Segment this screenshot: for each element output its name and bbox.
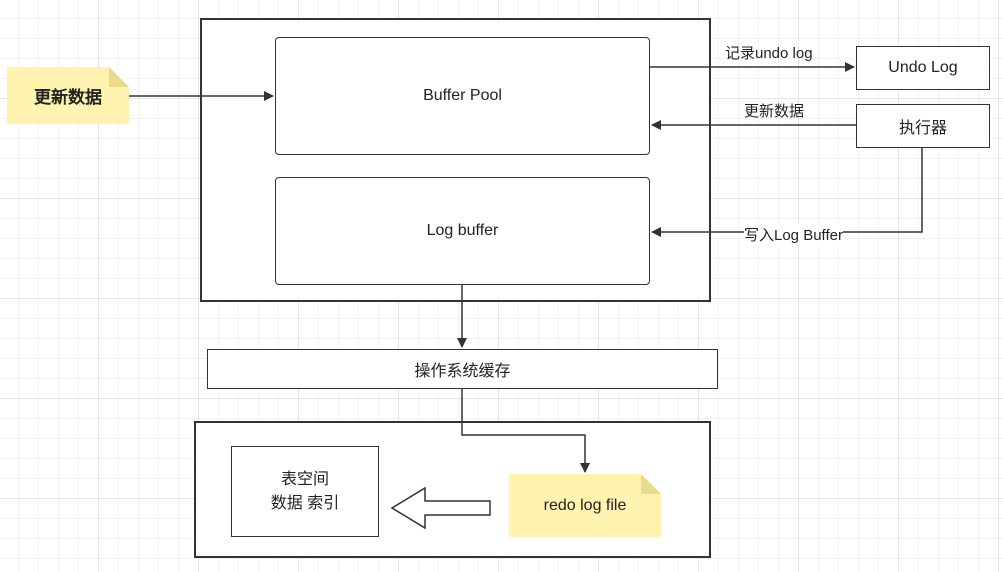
tablespace-label-line1: 表空间 bbox=[280, 470, 329, 488]
tablespace-label-line2: 数据 索引 bbox=[270, 494, 340, 512]
note-fold-corner bbox=[109, 67, 129, 87]
os-cache-node[interactable]: 操作系统缓存 bbox=[207, 349, 718, 389]
buffer-pool-label: Buffer Pool bbox=[423, 87, 502, 104]
undo-log-label: Undo Log bbox=[888, 59, 958, 76]
undo-log-node[interactable]: Undo Log bbox=[856, 46, 990, 90]
executor-label: 执行器 bbox=[898, 120, 947, 137]
redo-log-file-label: redo log file bbox=[543, 496, 627, 514]
update-data-note[interactable]: 更新数据 bbox=[7, 67, 129, 124]
redo-log-file-note[interactable]: redo log file bbox=[509, 474, 661, 537]
update-data-note-label: 更新数据 bbox=[34, 88, 102, 107]
tablespace-node[interactable]: 表空间 数据 索引 bbox=[231, 446, 379, 537]
executor-node[interactable]: 执行器 bbox=[856, 104, 990, 148]
edge-label-update-data: 更新数据 bbox=[744, 103, 805, 120]
log-buffer-node[interactable]: Log buffer bbox=[275, 177, 650, 285]
edge-label-record-undo: 记录undo log bbox=[725, 45, 813, 62]
note-fold-corner bbox=[641, 474, 661, 494]
os-cache-label: 操作系统缓存 bbox=[414, 363, 511, 380]
log-buffer-label: Log buffer bbox=[426, 222, 499, 239]
edge-label-write-log-buffer: 写入Log Buffer bbox=[744, 224, 843, 245]
buffer-pool-node[interactable]: Buffer Pool bbox=[275, 37, 650, 155]
